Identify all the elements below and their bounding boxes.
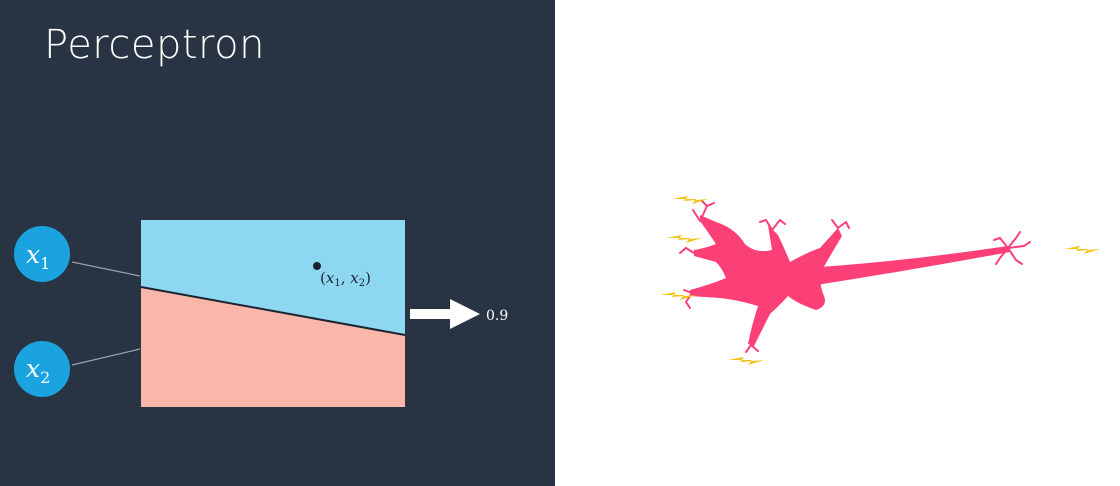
input-node-x1 bbox=[14, 226, 70, 282]
neuron-illustration bbox=[660, 196, 1100, 365]
edge-x1 bbox=[71, 261, 141, 277]
neuron-cell-body bbox=[690, 215, 842, 346]
data-point-label: (x1, x2) bbox=[320, 269, 371, 289]
neuron-panel bbox=[555, 0, 1120, 486]
input-node-x2-label: x2 bbox=[26, 354, 50, 387]
edge-x2 bbox=[71, 348, 141, 366]
dendrite-tips bbox=[679, 200, 1031, 353]
lightning-bolt-icon bbox=[660, 196, 1100, 365]
perceptron-panel: Perceptron x1 x2 (x1, x2) 0.9 bbox=[0, 0, 555, 486]
positive-region bbox=[141, 220, 405, 335]
input-node-x1-label: x1 bbox=[26, 240, 50, 273]
output-value: 0.9 bbox=[486, 308, 508, 324]
negative-region bbox=[141, 287, 405, 407]
input-node-x2 bbox=[14, 341, 70, 397]
perceptron-diagram: x1 x2 (x1, x2) 0.9 bbox=[14, 220, 508, 407]
decision-boundary bbox=[140, 286, 406, 336]
data-point bbox=[313, 262, 321, 270]
neuron-axon bbox=[806, 246, 1010, 286]
slide-title: Perceptron bbox=[44, 22, 265, 68]
right-arrow-icon bbox=[410, 299, 480, 329]
